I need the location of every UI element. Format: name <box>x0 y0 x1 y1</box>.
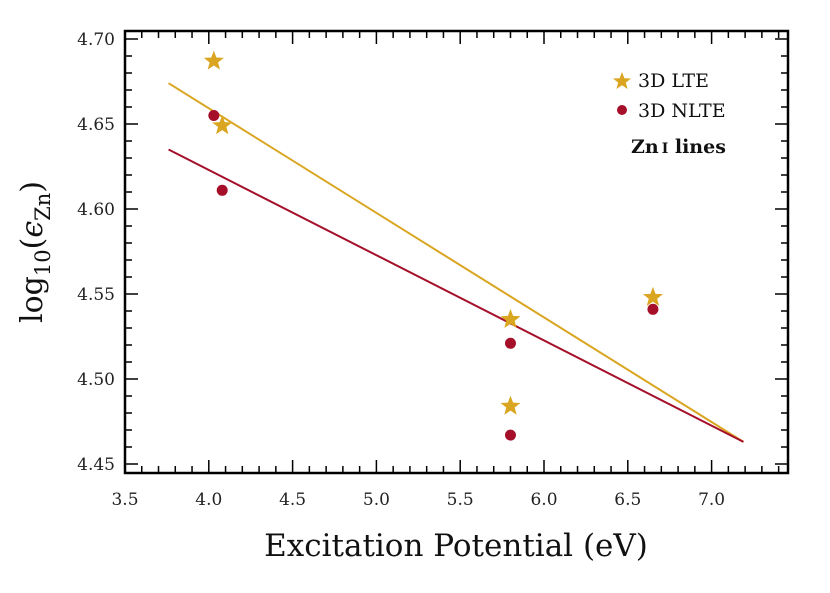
y-axis-label: log10(ϵZn) <box>15 181 55 323</box>
y-tick-label: 4.60 <box>77 200 115 220</box>
tick-labels: 3.5 4.0 4.5 5.0 5.5 6.0 6.5 7.0 4.45 4.50 4.55 4.60… <box>77 30 725 510</box>
x-tick-label: 3.5 <box>111 490 138 510</box>
fit-line <box>168 82 744 443</box>
x-tick-label: 6.0 <box>530 490 557 510</box>
x-tick-label: 5.5 <box>447 490 474 510</box>
plot-frame <box>123 29 790 475</box>
star-marker-icon <box>613 72 631 89</box>
x-tick-label: 6.5 <box>614 490 641 510</box>
y-tick-label: 4.65 <box>77 115 115 135</box>
legend-item-lte: 3D LTE <box>613 70 709 92</box>
circle-marker-icon <box>504 337 516 349</box>
circle-marker-icon <box>504 429 516 441</box>
star-marker-icon <box>642 286 663 306</box>
circle-marker-icon <box>617 105 627 115</box>
x-tick-label: 4.5 <box>279 490 306 510</box>
x-axis-label: Excitation Potential (eV) <box>264 528 648 564</box>
legend-item-nlte: 3D NLTE <box>617 100 726 122</box>
y-tick-label: 4.45 <box>77 455 115 475</box>
fit-line <box>168 148 744 443</box>
star-marker-icon <box>500 395 521 415</box>
circle-marker-icon <box>216 184 228 196</box>
x-tick-label: 5.0 <box>363 490 390 510</box>
fit-lines <box>168 82 744 443</box>
star-marker-icon <box>212 115 233 135</box>
legend-label-nlte: 3D NLTE <box>638 100 726 122</box>
y-tick-label: 4.70 <box>77 30 115 50</box>
circle-marker-icon <box>208 110 220 121</box>
x-tick-label: 4.0 <box>195 490 222 510</box>
x-tick-label: 7.0 <box>698 490 725 510</box>
circle-marker-icon <box>647 303 659 315</box>
star-marker-icon <box>500 309 521 328</box>
data-points <box>203 50 663 441</box>
legend-label-lte: 3D LTE <box>638 70 709 92</box>
star-marker-icon <box>203 50 224 70</box>
y-tick-label: 4.55 <box>77 285 115 305</box>
legend: 3D LTE 3D NLTE <box>613 70 726 122</box>
y-tick-label: 4.50 <box>77 370 115 390</box>
